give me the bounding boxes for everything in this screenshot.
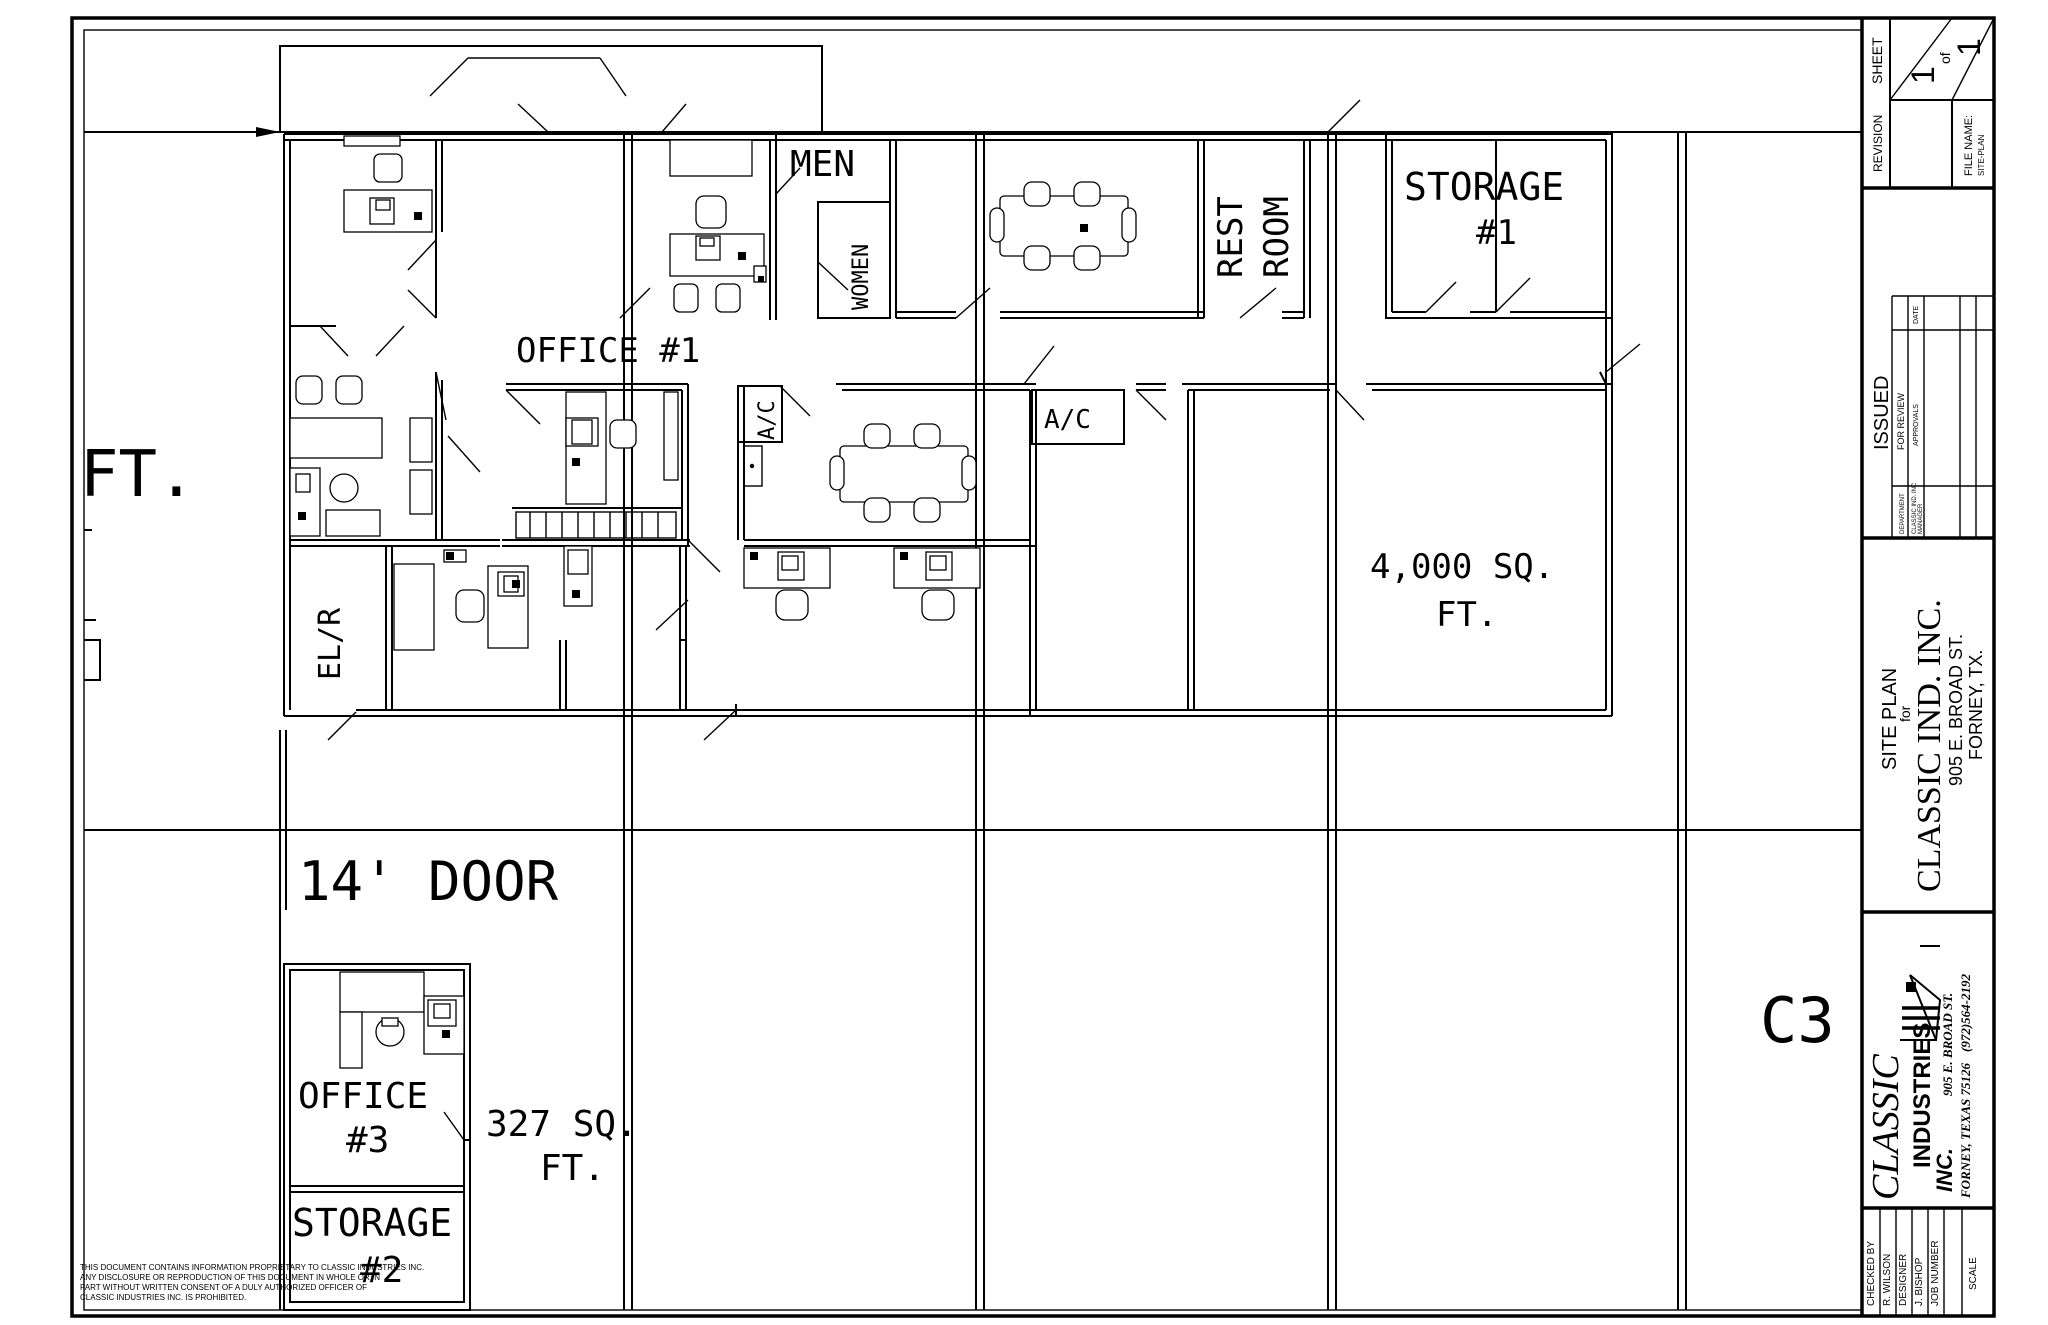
svg-text:FORNEY, TEXAS 75126: FORNEY, TEXAS 75126 <box>1958 1063 1973 1199</box>
plan-for: for <box>1897 705 1913 722</box>
client-address-2: FORNEY, TX. <box>1966 650 1986 760</box>
svg-text:CLASSIC: CLASSIC <box>1865 1054 1907 1200</box>
office3-storage2-walls <box>283 963 471 1311</box>
door-swings <box>319 99 1641 741</box>
furniture-office-left <box>289 135 433 537</box>
title-block-text: SHEET 1 of 1 REVISION FILE NAME: SITE-PL… <box>1865 37 1987 1306</box>
entry-canopy <box>279 45 823 133</box>
women-label: WOMEN <box>849 244 874 310</box>
partial-left-marks <box>84 529 101 681</box>
area2-label-2: FT. <box>540 1148 605 1189</box>
plan-title: SITE PLAN <box>1879 668 1901 770</box>
office1-label: OFFICE #1 <box>516 331 700 371</box>
issued-label: ISSUED <box>1871 376 1893 450</box>
area2-label-1: 327 SQ. <box>486 1104 638 1145</box>
designer-value: J. BISHOP <box>1914 1257 1925 1306</box>
men-label: MEN <box>790 144 855 185</box>
sheet-of: of <box>1937 52 1953 64</box>
right-partial-label: C3 <box>1760 984 1835 1057</box>
department-value-1: CLASSIC IND. INC <box>1912 482 1918 534</box>
furniture-men <box>669 139 767 313</box>
approvals-label: APPROVALS <box>1913 404 1920 446</box>
room-labels: OFFICE #1 MEN WOMEN REST ROOM STORAGE #1… <box>80 144 1835 1291</box>
office-walls <box>283 133 1613 717</box>
furniture-lower-offices <box>393 545 981 651</box>
svg-text:INC.: INC. <box>1932 1148 1957 1192</box>
restroom-label-2: ROOM <box>1257 196 1297 278</box>
ac-label-kitchen: A/C <box>755 400 780 440</box>
svg-text:INDUSTRIES: INDUSTRIES <box>1909 1023 1936 1168</box>
office3-label-1: OFFICE <box>298 1076 428 1117</box>
sheet-outer-border <box>70 16 1996 1318</box>
area-label-2: FT. <box>1436 595 1497 635</box>
door-label: 14' DOOR <box>298 850 559 913</box>
department-label: DEPARTMENT <box>1900 493 1906 534</box>
overhead-door <box>279 730 287 910</box>
furniture-conference-upper <box>989 181 1137 271</box>
left-partial-label: FT. <box>80 438 196 512</box>
disclaimer-line-3: PART WITHOUT WRITTEN CONSENT OF A DULY A… <box>80 1283 367 1292</box>
column-grid-lines <box>84 127 1862 1310</box>
storage2-label-2: #2 <box>360 1250 403 1291</box>
company-logo: CLASSIC INDUSTRIES INC. 905 E. BROAD ST.… <box>1865 945 1973 1200</box>
furniture-office1 <box>565 391 679 505</box>
disclaimer: THIS DOCUMENT CONTAINS INFORMATION PROPR… <box>80 1263 424 1302</box>
svg-text:(972)564-2192: (972)564-2192 <box>1958 974 1973 1052</box>
storage2-label-1: STORAGE <box>292 1201 452 1245</box>
file-name-label: FILE NAME: <box>1963 115 1975 176</box>
storage1-label-2: #1 <box>1476 213 1517 253</box>
department-value-2: MANAGER <box>1918 503 1924 534</box>
revision-label: REVISION <box>1871 115 1885 172</box>
sheet-total: 1 <box>1951 38 1987 56</box>
elr-label: EL/R <box>313 607 348 680</box>
disclaimer-line-1: THIS DOCUMENT CONTAINS INFORMATION PROPR… <box>80 1263 424 1272</box>
area-label-1: 4,000 SQ. <box>1370 547 1554 587</box>
checked-by-label: CHECKED BY <box>1866 1241 1877 1306</box>
title-block <box>1860 17 1995 1316</box>
file-name-value: SITE-PLAN <box>1977 134 1986 176</box>
job-number-label: JOB NUMBER <box>1930 1240 1941 1306</box>
issued-for-review: FOR REVIEW <box>1896 392 1906 450</box>
office3-label-2: #3 <box>346 1120 389 1161</box>
client-name: CLASSIC IND. INC. <box>1911 599 1948 892</box>
disclaimer-line-2: ANY DISCLOSURE OR REPRODUCTION OF THIS D… <box>80 1273 380 1282</box>
checked-by-value: R. WILSON <box>1882 1254 1893 1306</box>
scale-label: SCALE <box>1968 1257 1979 1290</box>
sheet-number: 1 <box>1905 66 1941 84</box>
storage1-label-1: STORAGE <box>1404 165 1564 209</box>
restroom-label-1: REST <box>1211 196 1251 278</box>
sheet-label: SHEET <box>1869 37 1885 84</box>
disclaimer-line-4: CLASSIC INDUSTRIES INC. IS PROHIBITED. <box>80 1293 246 1302</box>
client-address-1: 905 E. BROAD ST. <box>1946 634 1966 786</box>
date-label: DATE <box>1913 306 1920 324</box>
ac-label-box: A/C <box>1044 405 1091 435</box>
svg-text:905 E. BROAD ST.: 905 E. BROAD ST. <box>1940 993 1955 1096</box>
furniture-conference-lower <box>829 423 977 523</box>
designer-label: DESIGNER <box>1898 1254 1909 1306</box>
